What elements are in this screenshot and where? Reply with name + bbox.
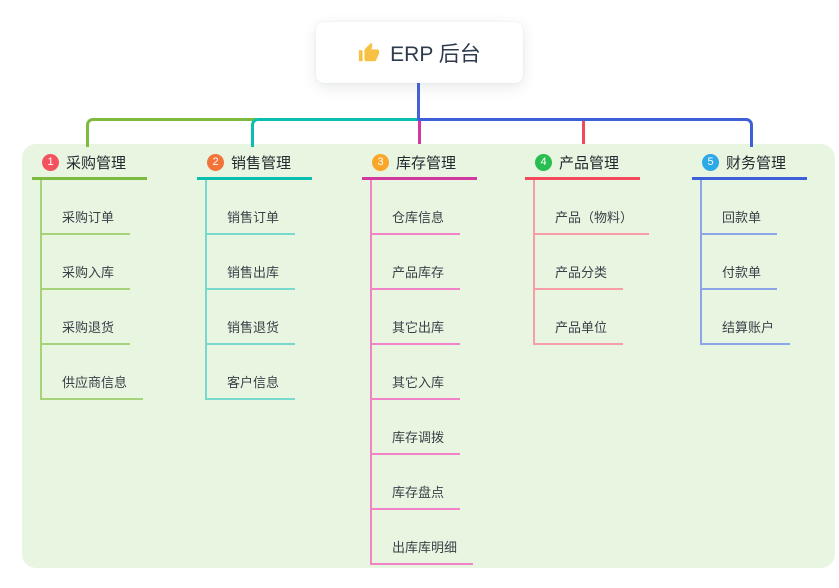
branch-label: 销售管理	[231, 155, 292, 172]
branch-number-badge: 3	[372, 154, 389, 171]
branch-node-inventory[interactable]: 3 库存管理	[362, 150, 477, 180]
child-node[interactable]: 销售退货	[207, 317, 296, 345]
child-node[interactable]: 结算账户	[702, 317, 791, 345]
branch-label: 采购管理	[66, 155, 127, 172]
child-node[interactable]: 客户信息	[207, 372, 296, 400]
child-node[interactable]: 采购订单	[42, 207, 131, 235]
branch-children: 销售订单 销售出库 销售退货 客户信息	[205, 180, 312, 400]
child-node[interactable]: 产品单位	[535, 317, 624, 345]
connector-purchase	[86, 118, 256, 147]
branch-purchase: 1 采购管理 采购订单 采购入库 采购退货 供应商信息	[32, 150, 147, 400]
branch-number-badge: 2	[207, 154, 224, 171]
thumbs-up-icon	[358, 42, 380, 64]
branch-inventory: 3 库存管理 仓库信息 产品库存 其它出库 其它入库 库存调拨 库存盘点 出库库…	[362, 150, 477, 565]
child-node[interactable]: 其它入库	[372, 372, 461, 400]
child-node[interactable]: 产品分类	[535, 262, 624, 290]
connector-product	[582, 120, 585, 144]
branch-sales: 2 销售管理 销售订单 销售出库 销售退货 客户信息	[197, 150, 312, 400]
branch-children: 仓库信息 产品库存 其它出库 其它入库 库存调拨 库存盘点 出库库明细	[370, 180, 477, 565]
connector-finance	[419, 118, 753, 147]
child-node[interactable]: 销售出库	[207, 262, 296, 290]
branch-node-product[interactable]: 4 产品管理	[525, 150, 640, 180]
child-node[interactable]: 库存调拨	[372, 427, 461, 455]
child-node[interactable]: 销售订单	[207, 207, 296, 235]
child-node[interactable]: 回款单	[702, 207, 778, 235]
child-node[interactable]: 采购入库	[42, 262, 131, 290]
child-node[interactable]: 出库库明细	[372, 537, 474, 565]
branch-label: 库存管理	[396, 155, 457, 172]
child-node[interactable]: 仓库信息	[372, 207, 461, 235]
branch-finance: 5 财务管理 回款单 付款单 结算账户	[692, 150, 807, 345]
root-node-label: ERP 后台	[390, 42, 481, 66]
branch-node-sales[interactable]: 2 销售管理	[197, 150, 312, 180]
child-node[interactable]: 产品（物料）	[535, 207, 650, 235]
child-node[interactable]: 其它出库	[372, 317, 461, 345]
branch-label: 产品管理	[559, 155, 620, 172]
branch-number-badge: 1	[42, 154, 59, 171]
branch-children: 产品（物料） 产品分类 产品单位	[533, 180, 650, 345]
branch-children: 采购订单 采购入库 采购退货 供应商信息	[40, 180, 147, 400]
child-node[interactable]: 产品库存	[372, 262, 461, 290]
connector-root	[417, 82, 420, 121]
branch-children: 回款单 付款单 结算账户	[700, 180, 807, 345]
branch-node-finance[interactable]: 5 财务管理	[692, 150, 807, 180]
child-node[interactable]: 采购退货	[42, 317, 131, 345]
branches-panel	[22, 144, 835, 568]
root-node[interactable]: ERP 后台	[316, 22, 523, 83]
connector-inventory	[418, 121, 421, 144]
child-node[interactable]: 供应商信息	[42, 372, 144, 400]
branch-node-purchase[interactable]: 1 采购管理	[32, 150, 147, 180]
branch-label: 财务管理	[726, 155, 787, 172]
branch-product: 4 产品管理 产品（物料） 产品分类 产品单位	[525, 150, 650, 345]
branch-number-badge: 5	[702, 154, 719, 171]
connector-sales	[251, 118, 422, 147]
child-node[interactable]: 库存盘点	[372, 482, 461, 510]
branch-number-badge: 4	[535, 154, 552, 171]
child-node[interactable]: 付款单	[702, 262, 778, 290]
